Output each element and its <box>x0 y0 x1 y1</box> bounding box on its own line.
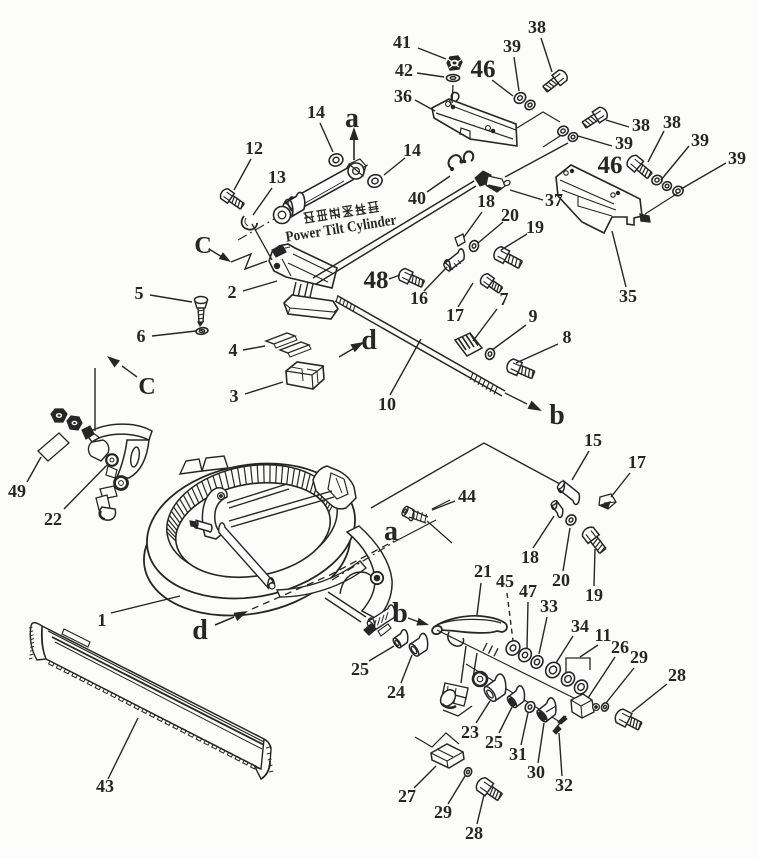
svg-text:25: 25 <box>485 732 503 752</box>
svg-text:44: 44 <box>458 486 476 506</box>
svg-text:C: C <box>194 233 211 259</box>
svg-text:39: 39 <box>691 130 709 150</box>
svg-text:9: 9 <box>529 306 538 326</box>
svg-text:36: 36 <box>394 86 412 106</box>
svg-text:37: 37 <box>545 190 563 210</box>
svg-text:20: 20 <box>501 205 519 225</box>
svg-text:38: 38 <box>528 17 546 37</box>
svg-text:38: 38 <box>663 112 681 132</box>
svg-text:4: 4 <box>229 340 238 360</box>
svg-text:23: 23 <box>461 722 479 742</box>
svg-text:45: 45 <box>496 571 514 591</box>
svg-text:34: 34 <box>571 616 589 636</box>
svg-text:48: 48 <box>364 267 389 294</box>
svg-text:2: 2 <box>228 282 237 302</box>
svg-text:39: 39 <box>503 36 521 56</box>
svg-text:43: 43 <box>96 776 114 796</box>
svg-text:16: 16 <box>410 288 428 308</box>
svg-text:d: d <box>192 615 208 646</box>
svg-text:1: 1 <box>98 610 107 630</box>
svg-text:13: 13 <box>268 167 286 187</box>
svg-text:5: 5 <box>135 283 144 303</box>
svg-text:38: 38 <box>632 115 650 135</box>
svg-text:46: 46 <box>471 56 496 83</box>
svg-text:a: a <box>384 516 398 547</box>
svg-text:31: 31 <box>509 744 527 764</box>
svg-text:19: 19 <box>526 217 544 237</box>
svg-text:12: 12 <box>245 138 263 158</box>
svg-text:19: 19 <box>585 585 603 605</box>
svg-text:C: C <box>138 374 155 400</box>
svg-text:47: 47 <box>519 581 537 601</box>
svg-text:41: 41 <box>393 32 411 52</box>
svg-text:10: 10 <box>378 394 396 414</box>
svg-text:17: 17 <box>628 452 646 472</box>
svg-text:3: 3 <box>230 386 239 406</box>
svg-text:32: 32 <box>555 775 573 795</box>
svg-text:8: 8 <box>563 327 572 347</box>
svg-text:40: 40 <box>408 188 426 208</box>
svg-text:46: 46 <box>598 152 623 179</box>
svg-text:24: 24 <box>387 682 405 702</box>
svg-text:6: 6 <box>137 326 146 346</box>
svg-text:b: b <box>549 400 565 431</box>
svg-text:14: 14 <box>403 140 421 160</box>
svg-text:33: 33 <box>540 596 558 616</box>
svg-text:42: 42 <box>395 60 413 80</box>
svg-text:21: 21 <box>474 561 492 581</box>
svg-text:35: 35 <box>619 286 637 306</box>
svg-text:29: 29 <box>630 647 648 667</box>
svg-text:29: 29 <box>434 802 452 822</box>
svg-text:28: 28 <box>465 823 483 843</box>
svg-text:39: 39 <box>728 148 746 168</box>
svg-text:18: 18 <box>521 547 539 567</box>
svg-text:11: 11 <box>594 625 611 645</box>
svg-text:b: b <box>392 598 408 629</box>
svg-text:28: 28 <box>668 665 686 685</box>
svg-text:20: 20 <box>552 570 570 590</box>
svg-text:17: 17 <box>446 305 464 325</box>
svg-text:49: 49 <box>8 481 26 501</box>
svg-text:a: a <box>345 103 359 134</box>
svg-text:30: 30 <box>527 762 545 782</box>
svg-text:14: 14 <box>307 102 325 122</box>
svg-text:39: 39 <box>615 133 633 153</box>
svg-text:26: 26 <box>611 637 629 657</box>
svg-text:18: 18 <box>477 191 495 211</box>
svg-text:d: d <box>361 325 377 356</box>
svg-text:25: 25 <box>351 659 369 679</box>
svg-text:22: 22 <box>44 509 62 529</box>
svg-text:15: 15 <box>584 430 602 450</box>
svg-text:27: 27 <box>398 786 416 806</box>
svg-text:7: 7 <box>500 289 509 309</box>
